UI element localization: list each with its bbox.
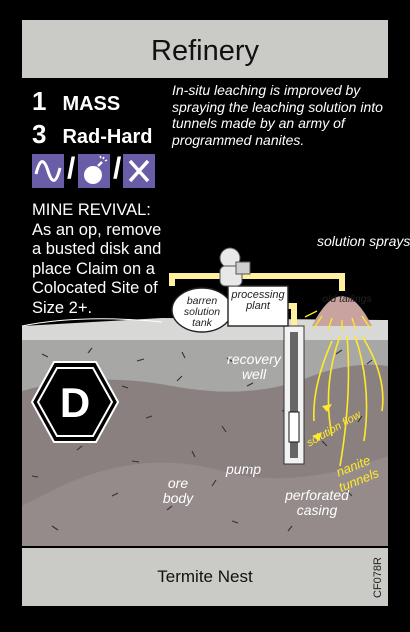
flavor-text: In-situ leaching is improved by spraying…	[172, 82, 383, 148]
grade-letter: D	[59, 379, 91, 426]
card-id-wrap: CF078R	[372, 557, 386, 632]
stat-mass: 1 MASS	[32, 86, 120, 117]
slash-divider: /	[113, 152, 122, 185]
label-barren-tank: barren solution tank	[183, 295, 221, 329]
grade-badge: D	[30, 360, 120, 444]
label-old-tailings: old tailings	[322, 293, 372, 305]
label-solution-sprays: solution sprays	[317, 233, 410, 249]
astronaut-figure	[219, 247, 251, 287]
label-recovery-well: recovery well	[227, 351, 281, 382]
label-processing-plant: processing plant	[231, 289, 285, 312]
sprays	[304, 310, 371, 332]
bomb-icon	[78, 154, 110, 188]
ability-body: As an op, remove a busted disk and place…	[32, 220, 162, 317]
nanite-tunnels	[313, 335, 384, 467]
flow-arrows	[312, 404, 332, 441]
label-ore-body: ore body	[162, 475, 194, 506]
stat-value: 1	[32, 86, 47, 116]
ability-text: MINE REVIVAL: As an op, remove a busted …	[32, 201, 170, 318]
label-perforated-casing: perforated casing	[285, 487, 349, 518]
type-icons: / /	[32, 152, 155, 188]
slash-divider: /	[67, 152, 76, 185]
card-subtitle: Termite Nest	[157, 567, 253, 586]
label-pump: pump	[226, 461, 262, 477]
plant-shape	[227, 285, 289, 327]
stats-panel: 1 MASS 3 Rad-Hard / /	[22, 80, 162, 320]
footer-bar: Termite Nest	[22, 548, 388, 606]
tailings-pile	[312, 296, 372, 326]
ability-heading: MINE REVIVAL:	[32, 201, 151, 219]
card-id: CF078R	[372, 557, 384, 598]
pipe	[169, 273, 345, 291]
stat-value: 3	[32, 119, 47, 149]
title-bar: Refinery	[22, 20, 388, 78]
stat-label: Rad-Hard	[62, 126, 153, 148]
stat-label: MASS	[62, 93, 121, 115]
wave-icon	[32, 154, 64, 188]
card-title: Refinery	[151, 35, 259, 67]
x-icon	[123, 154, 155, 188]
stat-rad-hard: 3 Rad-Hard	[32, 119, 152, 150]
